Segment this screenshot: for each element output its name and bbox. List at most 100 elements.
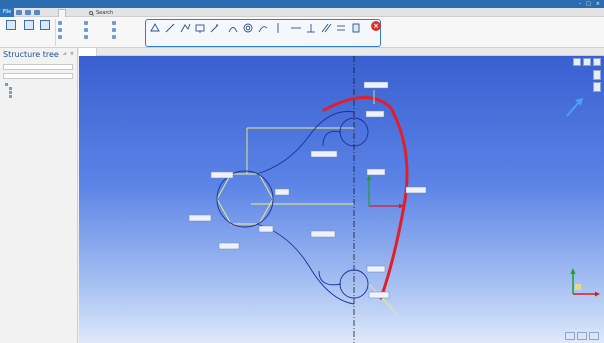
ribbon-small-button-9[interactable] [112,34,117,39]
constraint-tag[interactable] [366,265,386,273]
view-toolbar [573,58,601,66]
tool-icon [84,20,88,25]
sketch-tool-12[interactable] [319,22,333,42]
tree-item[interactable] [5,82,14,86]
constraint-tag[interactable] [188,214,212,222]
constraint-tag[interactable] [218,242,240,250]
tool-icon [58,20,62,25]
ribbon-small-button-1[interactable] [58,20,63,25]
sketch-tool-5[interactable] [208,22,222,42]
structure-tree-panel: Structure tree ⊿ × [0,48,78,343]
view-cube-icon[interactable] [593,70,601,80]
sketch-tool-7[interactable] [241,22,255,42]
sketch-tool-8[interactable] [256,22,270,42]
sketch-icon [9,90,12,94]
document-tab[interactable] [79,48,97,56]
display-mode-toolbar [565,332,599,340]
tool-icon [84,34,88,39]
sketch-tool-13[interactable] [334,22,348,42]
constraint-tag[interactable] [310,230,336,238]
sketch-tool-1[interactable] [148,22,162,42]
minimize-button[interactable]: – [578,1,582,7]
tree-item[interactable] [5,94,14,98]
constraint-tag[interactable] [310,150,338,158]
sketch-icon [40,20,50,30]
menu-icon[interactable] [593,58,601,66]
display-mode-icon[interactable] [565,332,575,340]
constraint-tag[interactable] [258,225,274,233]
sketch-tools-group [145,19,381,47]
highlighted-arc[interactable] [322,96,409,300]
panel-title: Structure tree [3,50,59,59]
tangent-icon [258,26,268,33]
maximize-button[interactable]: □ [586,1,591,7]
vertical-constraint-icon [277,23,279,33]
ribbon-small-button-6[interactable] [84,34,89,39]
tree-filter-dropdown[interactable] [3,64,73,70]
display-mode-icon[interactable] [577,332,587,340]
ribbon-big-button-3[interactable] [38,20,52,42]
constraint-tag[interactable] [405,186,427,194]
sketch-tool-2[interactable] [163,22,177,42]
tree-search-input[interactable] [3,73,73,79]
ribbon-small-button-8[interactable] [112,27,117,32]
fix-icon [352,23,360,33]
constraint-tag[interactable] [366,168,386,176]
ribbon-small-button-2[interactable] [58,27,63,32]
ribbon-small-button-4[interactable] [84,20,89,25]
view-cube-icon[interactable] [593,82,601,92]
ribbon-small-button-7[interactable] [112,20,117,25]
ribbon-small-button-5[interactable] [84,27,89,32]
constraint-tag[interactable] [363,81,389,89]
file-tab[interactable]: File [0,8,14,17]
constraint-tags [188,81,427,299]
save-icon[interactable] [16,10,22,15]
close-sketch-button[interactable]: × [371,21,381,31]
tab-ribbon-2[interactable] [58,9,66,17]
dimension-icon [210,24,219,33]
equal-icon [337,25,345,31]
redo-icon[interactable] [34,10,40,15]
ribbon-big-button-1[interactable] [4,20,18,42]
undo-icon[interactable] [25,10,31,15]
search-tab-label: Search [96,9,114,16]
constraint-tag[interactable] [368,291,390,299]
quick-access-toolbar [16,10,40,15]
sketch-tool-6[interactable] [226,22,240,42]
tree-item[interactable] [5,90,14,94]
close-panel-icon[interactable]: × [69,51,74,57]
rectangle-icon [195,24,205,33]
sketch-tool-10[interactable] [289,22,303,42]
tab-ribbon-1[interactable] [40,9,46,17]
tab-search[interactable]: Search [86,9,116,17]
constraint-tag[interactable] [274,188,290,196]
construction-geometry[interactable] [216,111,369,305]
tree-item[interactable] [5,86,14,90]
sketch-tool-14[interactable] [349,22,363,42]
tool-icon [84,27,88,32]
divider [55,19,56,46]
cursor-arrow-icon [566,98,583,117]
part-icon [5,82,8,86]
pin-icon[interactable]: ⊿ [62,51,67,57]
view-icon[interactable] [583,58,591,66]
display-mode-icon[interactable] [589,332,599,340]
ribbon-big-button-2[interactable] [22,20,36,42]
arc-icon [228,27,238,33]
ribbon-small-button-3[interactable] [58,34,63,39]
3d-viewport[interactable] [79,56,604,343]
view-icon[interactable] [573,58,581,66]
sketch-tool-9[interactable] [271,22,285,42]
constraint-tag[interactable] [365,110,385,118]
perpendicular-icon [307,24,315,33]
sketch-tool-11[interactable] [304,22,318,42]
constraint-tag[interactable] [210,171,234,179]
sketch-lines[interactable] [216,127,354,225]
polyline-icon [180,23,191,33]
sketch-canvas[interactable] [79,56,604,343]
sketch-tool-3[interactable] [178,22,192,42]
horizontal-constraint-icon [291,27,301,29]
close-window-button[interactable]: × [595,1,600,7]
sketch-tool-4[interactable] [193,22,207,42]
view-triad[interactable] [570,268,601,297]
